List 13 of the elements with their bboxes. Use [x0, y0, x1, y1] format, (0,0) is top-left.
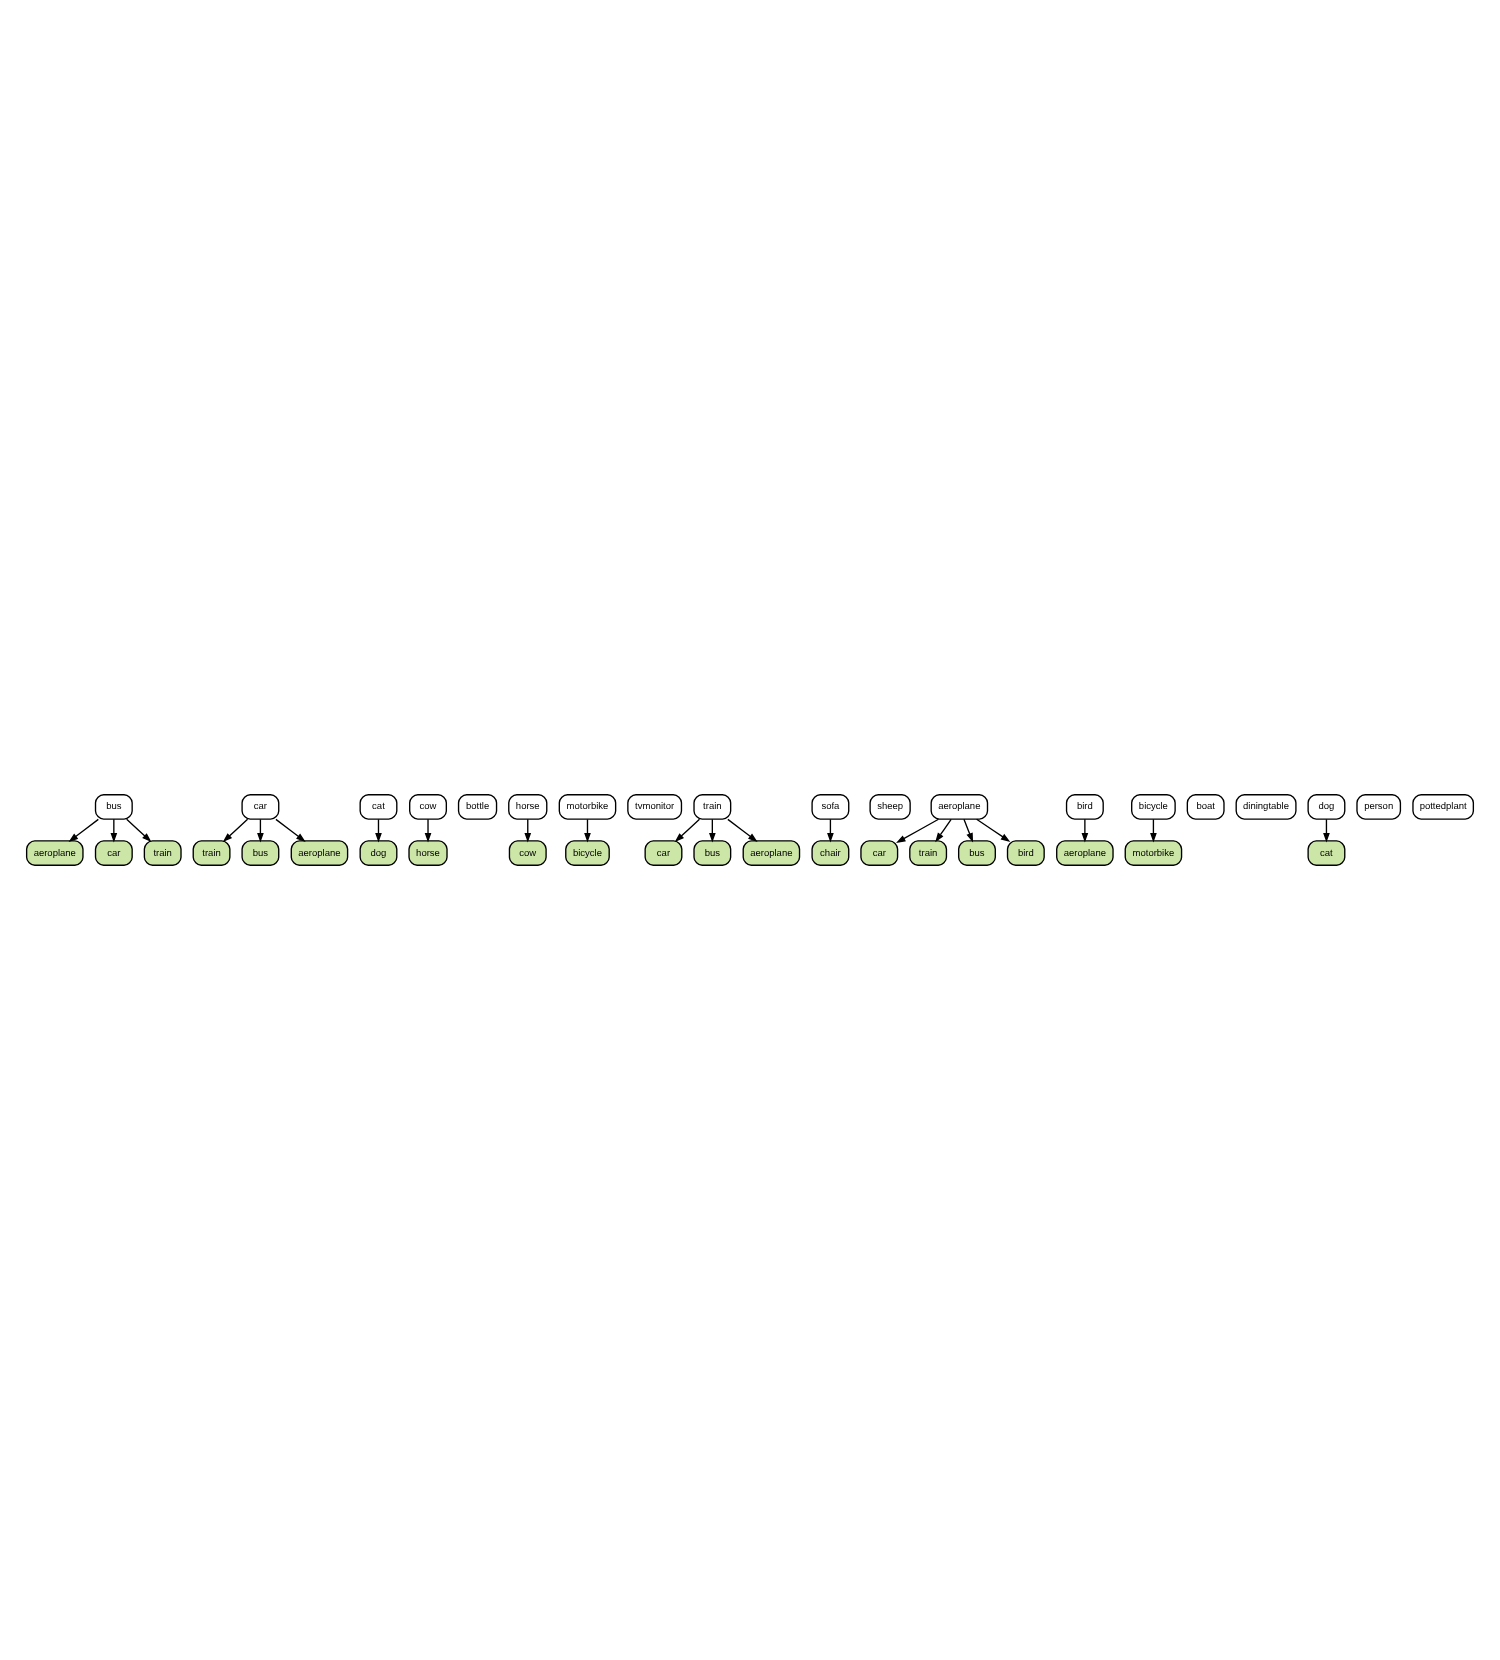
- arrow: [1081, 818, 1089, 843]
- arrow: [126, 818, 152, 843]
- arrow: [110, 818, 118, 843]
- arrow: [935, 818, 952, 843]
- arrow: [975, 818, 1011, 842]
- arrow: [424, 818, 432, 843]
- arrow: [963, 818, 974, 843]
- arrow: [896, 818, 940, 844]
- arrow: [727, 818, 758, 842]
- arrow: [275, 818, 306, 842]
- arrow: [68, 818, 99, 842]
- arrow: [222, 818, 249, 843]
- arrow: [674, 818, 701, 843]
